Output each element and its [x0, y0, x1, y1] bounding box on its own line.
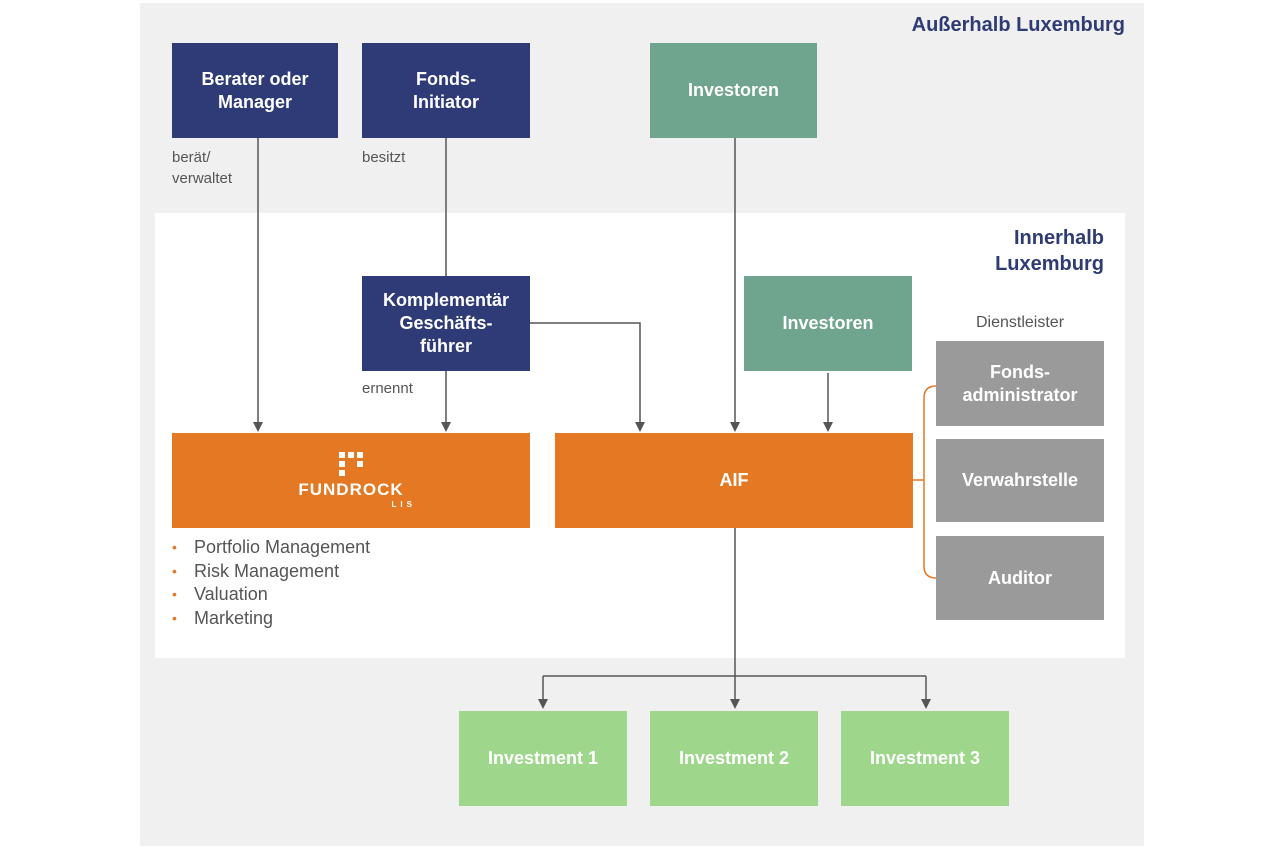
list-item: • Risk Management: [172, 560, 370, 584]
list-item: • Marketing: [172, 607, 370, 631]
bullet-icon: •: [172, 562, 177, 579]
bullet-icon: •: [172, 609, 177, 626]
advises-manages-label: berät/ verwaltet: [172, 149, 233, 187]
service-provider-bracket: [912, 385, 937, 579]
service-label: Marketing: [194, 607, 274, 628]
service-label: Valuation: [194, 584, 268, 604]
depositary-label: Verwahrstelle: [961, 470, 1079, 490]
investors-inside-label: Investoren: [782, 313, 874, 333]
fundrock-lis-box: FUNDROCK LIS: [172, 433, 530, 528]
investment-3-label: Investment 3: [869, 748, 981, 768]
owns-label: besitzt: [362, 149, 406, 166]
investors-inside-box: Investoren: [744, 276, 912, 371]
service-label: Risk Management: [194, 560, 340, 581]
general-partner-label: Komplementär Geschäfts- führer: [382, 290, 510, 356]
arrow-general-partner-to-aif: [530, 322, 645, 432]
investment-1-box: Investment 1: [459, 711, 627, 806]
bullet-icon: •: [172, 586, 177, 602]
outside-luxembourg-label: Außerhalb Luxemburg: [911, 14, 1125, 36]
list-item: • Valuation: [172, 583, 370, 607]
fundrock-logo-icon: [339, 451, 363, 476]
auditor-box: Auditor: [936, 536, 1104, 620]
investment-3-box: Investment 3: [841, 711, 1009, 806]
fundrock-services-list: • Portfolio Management • Risk Management •…: [172, 536, 370, 630]
investment-1-label: Investment 1: [487, 748, 599, 768]
auditor-label: Auditor: [988, 567, 1052, 588]
aif-box: AIF: [555, 433, 913, 528]
depositary-box: Verwahrstelle: [936, 439, 1104, 522]
investors-outside-label: Investoren: [687, 80, 780, 100]
list-item: • Portfolio Management: [172, 536, 370, 560]
investors-outside-box: Investoren: [650, 43, 817, 138]
service-label: Portfolio Management: [194, 537, 371, 557]
fund-initiator-box: Fonds- Initiator: [362, 43, 530, 138]
fund-administrator-label: Fonds- administrator: [962, 361, 1078, 405]
fund-initiator-label: Fonds- Initiator: [413, 68, 479, 112]
investment-2-box: Investment 2: [650, 711, 818, 806]
appoints-label: ernennt: [362, 380, 413, 397]
fund-administrator-box: Fonds- administrator: [936, 341, 1104, 426]
investment-2-label: Investment 2: [678, 748, 790, 768]
fundrock-logo-sub: LIS: [391, 499, 416, 509]
inside-luxembourg-label: Innerhalb Luxemburg: [995, 227, 1104, 275]
advisor-manager-label: Berater oder Manager: [201, 68, 309, 112]
service-providers-label: Dienstleister: [975, 314, 1065, 331]
aif-label: AIF: [719, 470, 749, 490]
advisor-manager-box: Berater oder Manager: [172, 43, 338, 138]
general-partner-box: Komplementär Geschäfts- führer: [362, 276, 530, 371]
bullet-icon: •: [172, 539, 177, 555]
fundrock-logo-name: FUNDROCK: [298, 479, 404, 499]
